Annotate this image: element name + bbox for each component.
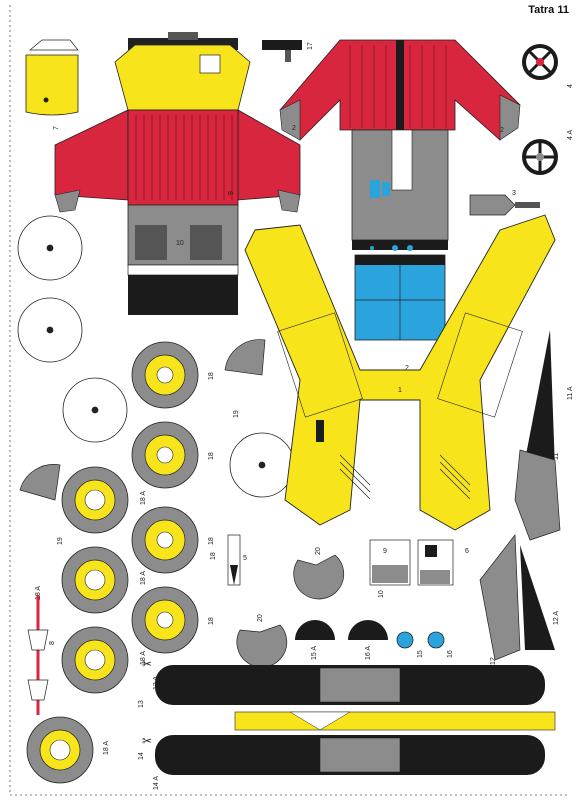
- label-15a: 15 A: [311, 646, 318, 660]
- part-7-panel: 7: [25, 39, 79, 130]
- label-1: 1: [398, 387, 402, 394]
- label-20-b: 20: [257, 614, 264, 622]
- part-11a: 11 A: [525, 330, 574, 470]
- label-18-a: 18: [208, 372, 215, 380]
- label-2-c: 2: [405, 365, 409, 372]
- label-18a-c: 18 A: [140, 651, 147, 665]
- label-12a: 12 A: [553, 611, 560, 625]
- part-12a: 12 A: [520, 545, 560, 650]
- label-18a-e: 18 A: [35, 586, 42, 600]
- label-18a-a: 18 A: [140, 491, 147, 505]
- label-16: 16: [447, 650, 454, 658]
- white-disc-parts: [17, 215, 295, 498]
- cab-body-part: 10 9: [54, 32, 301, 315]
- yellow-connector-band: [234, 711, 556, 731]
- label-18-b: 18: [208, 452, 215, 460]
- label-12: 12: [490, 657, 497, 665]
- label-19-b: 19: [57, 537, 64, 545]
- yellow-chassis-part: 1 2: [244, 214, 556, 531]
- wheel-parts: 18 18 18 A 18 18 A 18 18 A 18 A 18 A: [26, 341, 215, 784]
- label-8: 8: [49, 641, 56, 645]
- scissors-icon: ✂: [142, 657, 152, 671]
- label-9-b: 9: [383, 548, 387, 555]
- label-3: 3: [512, 190, 516, 197]
- label-20-a: 20: [315, 547, 322, 555]
- spare-wheel-icon: [26, 716, 94, 784]
- label-18-e: 18: [210, 552, 217, 560]
- label-18-c: 18: [208, 537, 215, 545]
- steering-wheel-icon: 4: [522, 44, 574, 88]
- label-13: 13: [138, 700, 145, 708]
- label-19-a: 19: [233, 410, 240, 418]
- label-18a-d: 18 A: [103, 741, 110, 755]
- label-9: 9: [228, 191, 235, 195]
- half-disc-parts: 19 19 20 20 15 A 16 A: [19, 339, 388, 668]
- label-18a-b: 18 A: [140, 571, 147, 585]
- part-8: 8: [27, 595, 56, 715]
- sheet-title: Tatra 11: [528, 4, 569, 16]
- label-14a: 14 A: [153, 776, 160, 790]
- label-10: 10: [176, 240, 184, 247]
- label-16a: 16 A: [365, 646, 372, 660]
- part-17: 17: [262, 40, 314, 62]
- label-18-d: 18: [208, 617, 215, 625]
- label-11a: 11 A: [567, 386, 574, 400]
- label-7: 7: [53, 126, 60, 130]
- part-11: 11: [514, 449, 561, 541]
- small-box-parts: 5 18 9 10 5 6: [210, 534, 469, 598]
- part-3: 3: [469, 190, 540, 216]
- label-11: 11: [553, 453, 560, 460]
- part-14: 14 14 A ✂: [138, 734, 545, 790]
- label-6: 6: [465, 548, 469, 555]
- part-13: 13 13 A ✂: [138, 657, 545, 708]
- label-2-b: 2: [500, 127, 504, 134]
- steering-wheel-icon: 4 A: [522, 130, 574, 175]
- label-4a: 4 A: [567, 130, 574, 140]
- label-14: 14: [138, 752, 145, 760]
- body-part-2: 2 2: [279, 39, 521, 341]
- label-15: 15: [417, 650, 424, 658]
- lamp-parts: 15 16: [396, 631, 454, 658]
- label-4: 4: [567, 84, 574, 88]
- label-5-b: 5: [428, 548, 432, 555]
- label-13a: 13 A: [153, 676, 160, 690]
- part-12: 12: [479, 534, 521, 665]
- scissors-icon: ✂: [142, 734, 152, 748]
- label-5-a: 5: [243, 555, 247, 562]
- label-17: 17: [307, 42, 314, 50]
- label-2-a: 2: [292, 125, 296, 132]
- label-10-b: 10: [378, 590, 385, 598]
